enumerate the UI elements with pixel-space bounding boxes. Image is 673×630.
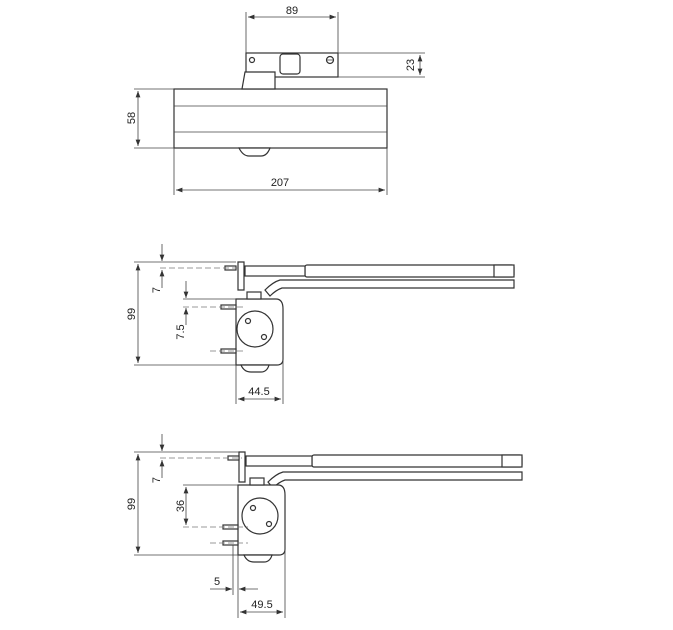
dim-99: 99 [126,308,138,320]
dim-89: 89 [286,5,298,17]
arm-upper [311,454,523,468]
dim-23: 23 [405,59,417,71]
top-view: 89 23 58 207 [126,5,425,195]
side-view-1: 99 7 7.5 44.5 [126,244,515,404]
dim-7-5: 7.5 [175,324,187,339]
dim-7: 7 [151,287,163,293]
arm-lower [264,279,515,297]
closer-body [173,88,388,149]
dim-36: 36 [175,500,187,512]
side-view-2: 99 7 36 5 49.5 [126,434,523,618]
dim-44-5: 44.5 [248,386,269,398]
arm-lower [267,471,523,489]
dim-99: 99 [126,498,138,510]
dim-5: 5 [214,576,220,588]
arm-upper [304,264,515,278]
dim-7: 7 [151,477,163,483]
bracket [238,451,246,483]
dim-58: 58 [126,112,138,124]
dim-207: 207 [271,177,289,189]
pinion-cap [238,147,271,157]
bracket [237,261,245,291]
dim-49-5: 49.5 [251,599,272,611]
